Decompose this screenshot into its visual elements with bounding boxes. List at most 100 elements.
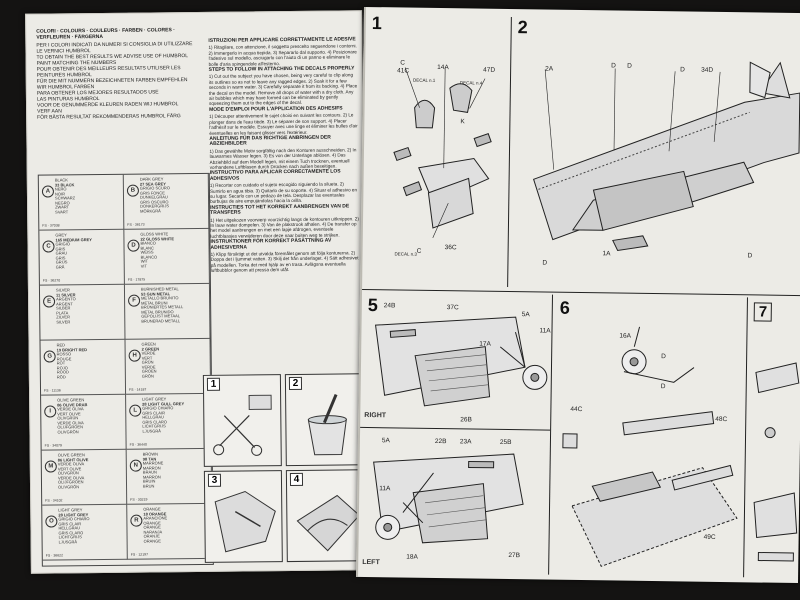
- color-letter: I: [44, 405, 57, 418]
- instruction-text: 1) Das gewählte Motiv sorgfältig nach de…: [209, 147, 357, 170]
- callout: 1A: [602, 250, 611, 258]
- left-view-label: LEFT: [362, 558, 380, 567]
- fs-code: FS · 17875: [127, 277, 146, 282]
- instruction-text: 1) Découper attentivement le sujet chois…: [209, 112, 358, 136]
- instruction-heading: INSTRUCTIVO PARA APLICAR CORRECTAMENTE L…: [209, 168, 341, 182]
- fs-code: FS · 34079: [44, 442, 62, 448]
- color-name: RÖD: [56, 373, 66, 379]
- step-5-left-gear-diagram: [373, 453, 524, 544]
- step-1-cockpit-diagram: [393, 67, 492, 239]
- instruction-text: 1) Recortar con cuidado el sujeto escogi…: [209, 181, 358, 205]
- fs-code: FS · 36173: [127, 222, 145, 227]
- instruction-text: 1) Ritagliare, con attenzione, il sogget…: [208, 43, 357, 67]
- color-name: SILVER: [56, 318, 71, 324]
- color-letter: L: [129, 404, 142, 417]
- callout: D: [680, 66, 685, 74]
- callout: C: [400, 59, 405, 67]
- colors-note: PER I COLORI INDICATI DA NUMERI SI CONSI…: [36, 41, 207, 121]
- color-name: GRÅ: [55, 263, 65, 269]
- fs-code: FS · 11136: [43, 387, 61, 393]
- callout: 14A: [437, 63, 449, 72]
- callout: 24B: [383, 302, 396, 310]
- callout: 18A: [406, 553, 418, 561]
- fs-code: FS · 30219: [130, 497, 148, 502]
- fs-code: FS · 12197: [130, 552, 149, 557]
- horizontal-divider: [360, 426, 551, 431]
- color-name: LJUSGRÅ: [58, 538, 78, 544]
- callout: 47D: [483, 66, 496, 74]
- callout: 16A: [619, 332, 632, 340]
- color-name: OLIVGRÖN: [57, 428, 79, 434]
- right-view-label: RIGHT: [364, 411, 387, 420]
- hand-slide-illustration: [214, 490, 276, 553]
- color-letter: E: [43, 295, 56, 308]
- callout: 2A: [545, 65, 554, 73]
- fs-code: FS · 14187: [128, 387, 147, 392]
- step-5-right-gear-diagram: [374, 316, 548, 407]
- callout: 49C: [703, 533, 716, 541]
- scissors-illustration: [213, 394, 272, 456]
- color-name: BRUNERAD METALL: [141, 317, 181, 324]
- color-letter: O: [45, 515, 58, 528]
- callout: 41C: [397, 67, 410, 75]
- callout: 36C: [444, 244, 457, 252]
- callout: D: [661, 353, 666, 361]
- step-2-fuselage-diagram: [532, 61, 800, 252]
- color-letter: H: [128, 349, 141, 362]
- instruction-text: 1) Cut out the subject you have chosen, …: [208, 72, 358, 107]
- decal-step-2: 2: [284, 373, 364, 467]
- callout: 26B: [460, 416, 472, 424]
- color-name: GRÖN: [141, 372, 154, 379]
- step-6-nose-gear-diagram: [562, 326, 738, 567]
- instruction-sheet-right: 1 C 41C 14A 47D K 36C C DECAL n.1 DECAL …: [356, 6, 800, 584]
- callout: 44C: [570, 405, 583, 414]
- instruction-sheet-left: COLORI · COLOURS · COULEURS · FARBEN · C…: [25, 10, 368, 574]
- instruction-text: 1) Klipp försiktigt ut det utvalda förem…: [210, 250, 359, 274]
- instruction-text: 1) Het uitgekozen voorwerp voorzichtig l…: [210, 215, 359, 239]
- decal-instructions: ISTRUZIONI PER APPLICARE CORRETTAMENTE L…: [208, 36, 360, 274]
- color-letter: F: [128, 294, 141, 307]
- colors-title: COLORI · COLOURS · COULEURS · FARBEN · C…: [36, 27, 175, 41]
- color-name: VIT: [140, 263, 147, 269]
- callout: 48C: [715, 415, 728, 424]
- water-cup-illustration: [307, 393, 347, 456]
- color-name: MÖRKGRÅ: [140, 207, 161, 214]
- callout: 37C: [446, 304, 459, 312]
- instruction-heading: ANLEITUNG FÜR DAS RICHTIGE ANBRINGEN DER…: [209, 134, 331, 148]
- callout: D: [542, 259, 548, 267]
- color-name: SVART: [55, 208, 69, 214]
- colors-note-line: FÖR BÄSTA RESULTAT REKOMMENDERAS HUMBROL…: [37, 113, 181, 121]
- callout: D: [627, 62, 632, 70]
- callout: 27B: [508, 552, 520, 560]
- callout: 11A: [539, 327, 551, 335]
- decal-callout: DECAL n.1: [412, 77, 436, 83]
- step-7-number: 7: [753, 302, 773, 322]
- callout: 17A: [479, 340, 491, 348]
- decal-step-4: 4: [285, 469, 365, 563]
- fs-code: FS · 36622: [45, 552, 64, 558]
